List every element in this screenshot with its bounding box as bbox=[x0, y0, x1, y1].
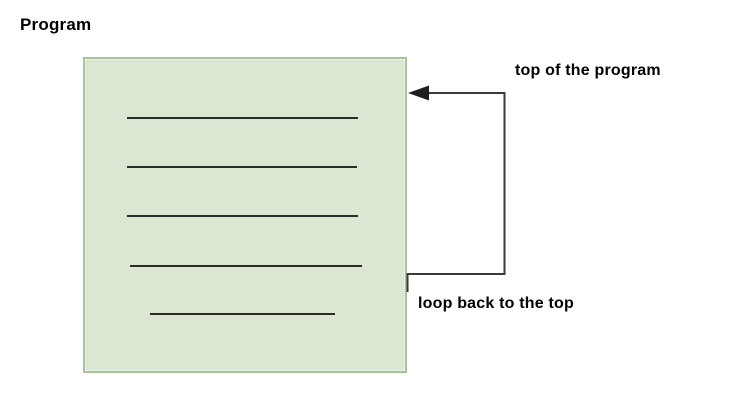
label-loop-back: loop back to the top bbox=[418, 295, 574, 312]
code-line bbox=[150, 313, 335, 315]
code-line bbox=[127, 215, 358, 217]
code-line bbox=[130, 265, 362, 267]
code-line bbox=[127, 117, 358, 119]
program-box bbox=[83, 57, 407, 373]
code-line bbox=[127, 166, 357, 168]
diagram-title: Program bbox=[20, 15, 92, 34]
arrowhead-icon bbox=[408, 85, 429, 101]
loop-path bbox=[406, 92, 506, 292]
label-top-of-program: top of the program bbox=[515, 62, 661, 79]
